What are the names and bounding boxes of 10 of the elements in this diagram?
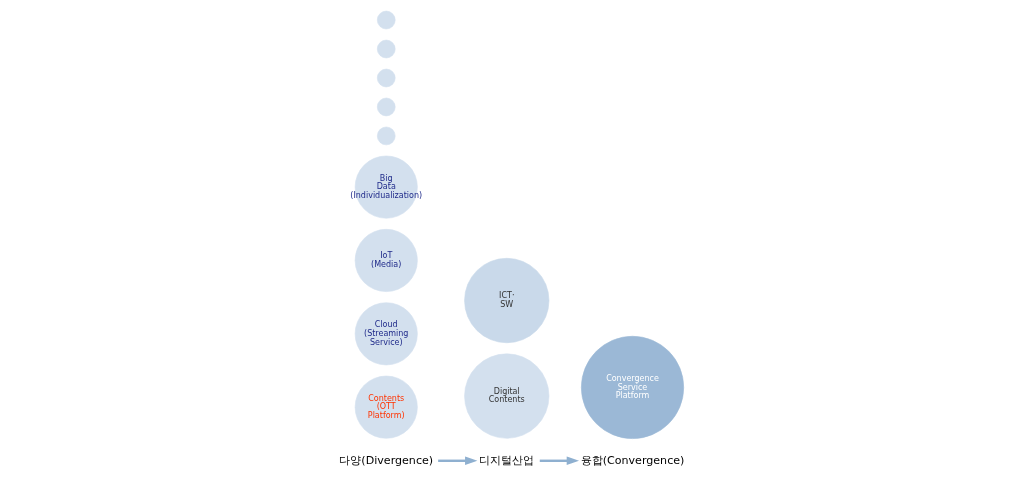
node-circle	[376, 39, 395, 59]
node-circle	[376, 97, 395, 117]
node-text: 융합(Convergence)	[580, 453, 684, 467]
arrow	[539, 456, 579, 466]
node-text: 디지털산업	[478, 453, 534, 467]
node-circle	[376, 68, 395, 88]
arrow	[437, 456, 477, 466]
node-text: 다양(Divergence)	[338, 453, 433, 467]
node-circle	[376, 126, 395, 146]
node-circle	[376, 10, 395, 30]
